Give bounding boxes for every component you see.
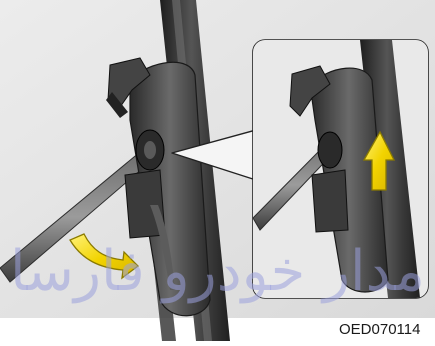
watermark-text: مدار خودرو فارسا [10, 239, 425, 304]
figure-code-label: OED070114 [339, 321, 420, 338]
